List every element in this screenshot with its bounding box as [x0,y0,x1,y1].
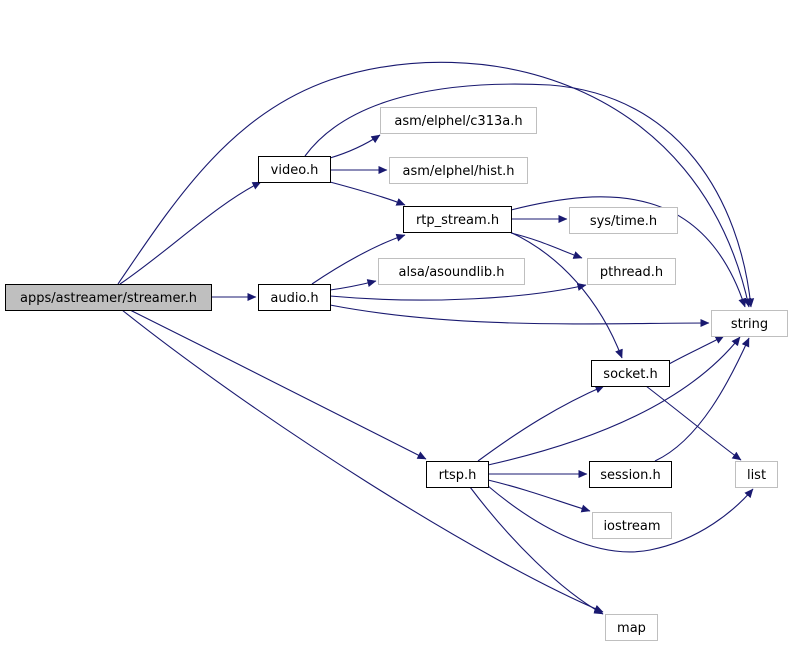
node-label: asm/elphel/c313a.h [394,114,522,129]
edge-rtsp-to-socket [477,385,605,462]
nodes: apps/astreamer/streamer.h video.h audio.h a… [5,107,788,641]
edge-audio-to-asoundlib [329,279,377,291]
node-box [592,512,672,539]
node-video[interactable]: video.h [258,156,331,183]
node-box [389,157,528,184]
edge-streamer-to-map [121,309,604,613]
node-label: asm/elphel/hist.h [403,164,515,179]
edge-rtsp-to-list [487,485,754,553]
edge-rtp-to-pthread [510,232,583,259]
node-box [591,360,670,387]
edge-audio-to-string [329,304,710,328]
node-label: audio.h [270,291,318,306]
edge-streamer-to-rtsp [129,309,427,460]
node-list: list [735,461,778,488]
node-box [258,284,331,311]
edge-rtp-to-string [510,196,747,308]
node-rtp[interactable]: rtp_stream.h [403,206,512,233]
node-socket[interactable]: socket.h [591,360,670,387]
node-box [378,258,525,285]
node-label: pthread.h [600,265,663,280]
edge-streamer-to-string [117,61,752,308]
node-label: socket.h [603,367,657,382]
node-label: apps/astreamer/streamer.h [20,291,197,306]
node-box [569,207,678,234]
node-label: video.h [271,163,319,178]
node-box [589,461,672,488]
node-label: string [731,317,768,332]
node-iostream: iostream [592,512,672,539]
edge-video-to-rtp [329,181,406,206]
node-box [403,206,512,233]
node-box [5,284,212,311]
edge-socket-to-string [668,335,725,365]
node-label: list [747,468,766,483]
node-box [426,461,489,488]
node-asoundlib: alsa/asoundlib.h [378,258,525,285]
edge-rtsp-to-map [469,486,604,615]
node-label: alsa/asoundlib.h [399,265,505,280]
node-label: session.h [600,468,661,483]
node-streamer[interactable]: apps/astreamer/streamer.h [5,284,212,311]
edge-streamer-to-video [119,181,262,285]
node-box [605,614,658,641]
node-rtsp[interactable]: rtsp.h [426,461,489,488]
node-label: rtp_stream.h [416,213,499,228]
edge-socket-to-list [645,385,742,461]
node-label: rtsp.h [439,468,477,483]
node-box [258,156,331,183]
node-label: iostream [603,519,660,534]
node-box [735,461,778,488]
edge-session-to-string [654,337,750,462]
edge-video-to-c313a [329,134,381,159]
node-audio[interactable]: audio.h [258,284,331,311]
edge-audio-to-rtp [311,233,406,285]
edges [117,61,755,615]
node-box [380,107,537,134]
edge-rtsp-to-iostream [487,479,591,513]
edge-rtsp-to-string [487,336,741,466]
node-systime: sys/time.h [569,207,678,234]
node-string: string [711,310,788,337]
node-box [587,258,676,285]
node-hist: asm/elphel/hist.h [389,157,528,184]
node-label: map [617,621,646,636]
node-c313a: asm/elphel/c313a.h [380,107,537,134]
node-map: map [605,614,658,641]
node-session[interactable]: session.h [589,461,672,488]
edge-audio-to-pthread [329,282,587,301]
edge-video-to-string [304,83,755,308]
node-pthread: pthread.h [587,258,676,285]
node-box [711,310,788,337]
edge-rtp-to-socket [509,231,623,359]
node-label: sys/time.h [590,214,657,229]
